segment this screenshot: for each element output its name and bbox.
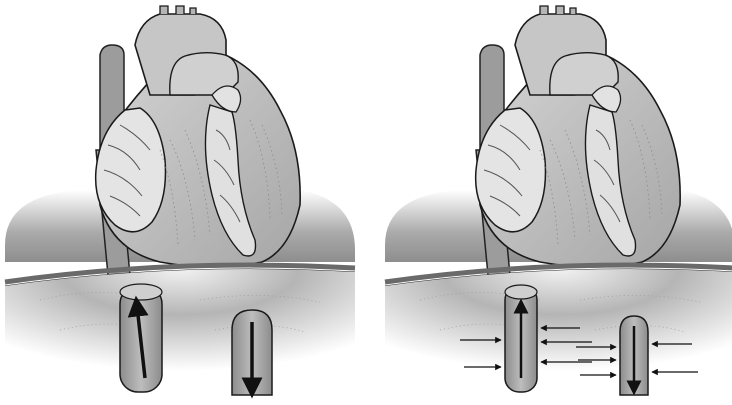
upward-vessel xyxy=(505,285,537,392)
heart-illustration xyxy=(5,6,355,405)
heart-illustration xyxy=(385,6,732,405)
downward-vessel xyxy=(620,316,648,395)
downward-vessel xyxy=(232,310,272,395)
upward-vessel xyxy=(120,284,162,392)
right-panel xyxy=(385,6,732,405)
left-panel xyxy=(5,6,355,405)
